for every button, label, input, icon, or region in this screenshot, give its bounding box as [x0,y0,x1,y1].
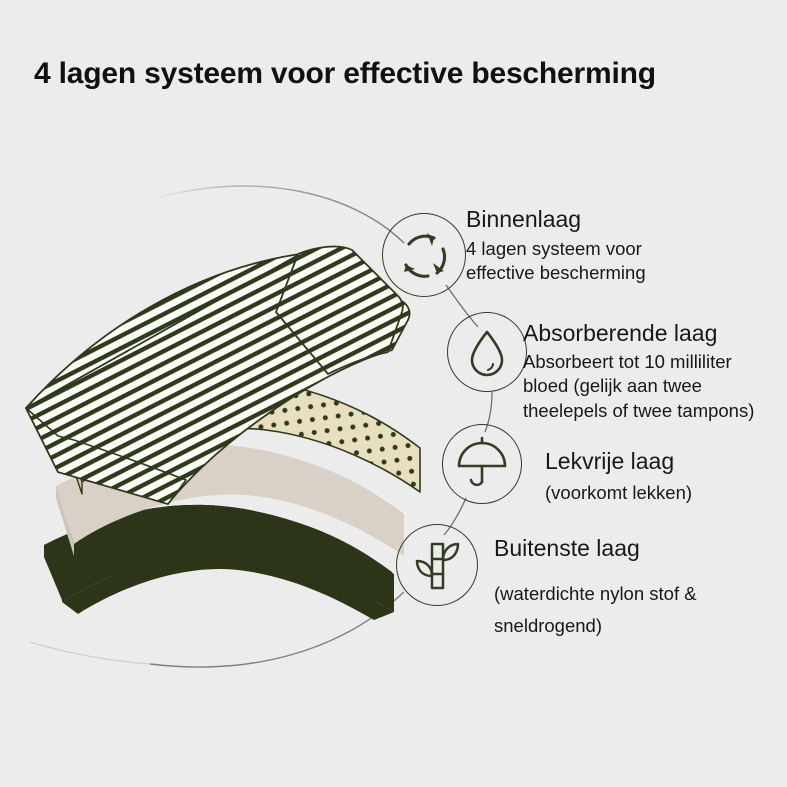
icon-node-lekvrije-laag [442,424,522,504]
icon-circle [396,524,478,606]
layer-desc-line: 4 lagen systeem voor [466,237,642,259]
text-block-binnenlaag: Binnenlaag 4 lagen systeem voor effectiv… [466,206,776,286]
layer-heading: Binnenlaag [466,206,582,232]
recycle-icon [404,233,447,278]
layer-desc-line: theelepels of twee tampons) [523,400,755,422]
icon-circle [382,213,466,297]
text-block-lekvrije-laag: Lekvrije laag (voorkomt lekken) [545,448,785,505]
icon-node-binnenlaag [382,213,466,297]
icon-node-absorberende-laag [447,312,527,392]
layer-heading: Lekvrije laag [545,448,675,474]
layer-desc-line: (waterdichte nylon stof & [494,582,697,604]
text-block-buitenste-laag: Buitenste laag (waterdichte nylon stof &… [494,535,784,639]
umbrella-icon [457,436,507,487]
layer-desc-line: Absorbeert tot 10 milliliter [523,350,732,372]
bamboo-plant-icon [415,542,460,590]
text-block-absorberende-laag: Absorberende laag Absorbeert tot 10 mill… [523,320,787,424]
icon-circle [442,424,522,504]
icon-node-buitenste-laag [396,524,478,606]
layer-desc-line: sneldrogend) [494,615,602,637]
page-title: 4 lagen systeem voor effective beschermi… [34,57,656,90]
water-drop-icon [470,330,504,377]
layer-desc-line: effective bescherming [466,262,646,284]
layer-heading: Buitenste laag [494,535,640,561]
layer-desc-line: bloed (gelijk aan twee [523,375,702,397]
icon-circle [447,312,527,392]
layer-desc-line: (voorkomt lekken) [545,481,693,503]
layer-heading: Absorberende laag [523,320,718,346]
